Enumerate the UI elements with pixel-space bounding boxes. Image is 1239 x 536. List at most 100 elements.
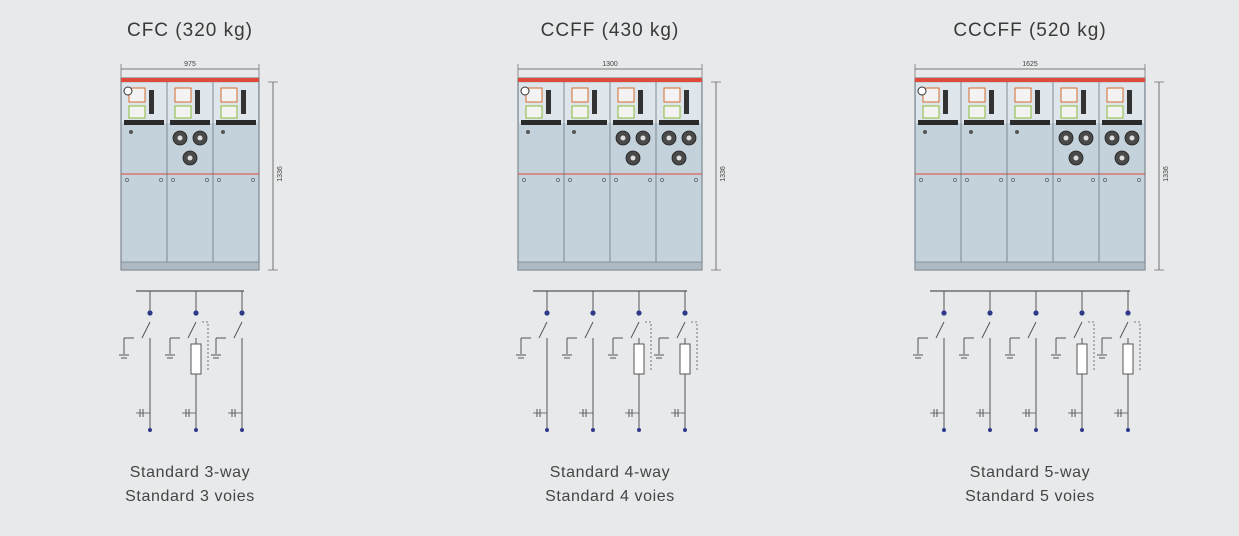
cable-node [1080, 428, 1084, 432]
switch-blade [233, 321, 243, 339]
label-strip [216, 120, 256, 125]
label-strip [124, 120, 164, 125]
label-strip [613, 120, 653, 125]
fuse-switch-feeder [1051, 291, 1095, 432]
cable-node [1034, 428, 1038, 432]
panel-screw [969, 130, 973, 134]
fuse-unit [655, 82, 699, 262]
busbar-node [590, 310, 596, 316]
fuse-trip-link [1134, 321, 1141, 370]
fuse-switch-feeder [1097, 291, 1141, 432]
socket-center [640, 135, 646, 141]
door-latch [602, 178, 606, 182]
door-latch [1103, 178, 1107, 182]
single-line-diagram [913, 290, 1141, 432]
mimic-diagram-lower [1060, 105, 1078, 119]
door-latch [217, 178, 221, 182]
socket-center [620, 135, 626, 141]
fuse-switch-feeder [654, 291, 698, 432]
door-latch [251, 178, 255, 182]
door-latch [1091, 178, 1095, 182]
cabinet-top-bar [121, 78, 259, 82]
door-latch [568, 178, 572, 182]
indicator-strip [1035, 90, 1040, 114]
mimic-diagram-lower [571, 105, 589, 119]
socket-center [1109, 135, 1115, 141]
fuse-unit [609, 82, 653, 262]
mimic-diagram-lower [922, 105, 940, 119]
switch-blade [981, 321, 991, 339]
config-title: CCFF (430 kg) [540, 20, 680, 41]
panel-screw [129, 130, 133, 134]
switch-blade [1073, 321, 1083, 339]
cable-node [637, 428, 641, 432]
busbar-node [987, 310, 993, 316]
socket-center [1119, 155, 1125, 161]
label-strip [659, 120, 699, 125]
fuse-trip-link [645, 321, 652, 370]
indicator-strip [241, 90, 246, 114]
switch-blade [1119, 321, 1129, 339]
indicator-strip [592, 90, 597, 114]
mimic-diagram-upper [968, 87, 986, 103]
door-latch [522, 178, 526, 182]
switchgear-cabinet [914, 77, 1146, 271]
dimensions: 1300 1336 [517, 61, 727, 271]
cable-unit [563, 82, 607, 262]
switch-blade [584, 321, 594, 339]
cable-unit [960, 82, 1004, 262]
socket-center [666, 135, 672, 141]
socket-center [1129, 135, 1135, 141]
cable-unit [124, 87, 164, 182]
door-latch [171, 178, 175, 182]
door-latch [953, 178, 957, 182]
cable-node [240, 428, 244, 432]
mimic-diagram-upper [1014, 87, 1032, 103]
cabinet-base [517, 261, 703, 271]
busbar-node [147, 310, 153, 316]
switch-blade [538, 321, 548, 339]
switch-blade [1027, 321, 1037, 339]
caption-fr: Standard 3 voies [125, 488, 255, 505]
socket-center [187, 155, 193, 161]
panel-screw [923, 130, 927, 134]
height-label: 1336 [720, 166, 727, 182]
label-strip [1102, 120, 1142, 125]
cable-node [683, 428, 687, 432]
cabinet-base [120, 261, 260, 271]
caption-en: Standard 3-way [129, 464, 251, 481]
load-break-switch-feeder [913, 291, 947, 432]
logo-badge [917, 86, 927, 96]
fuse-symbol [679, 343, 691, 375]
cable-node [988, 428, 992, 432]
logo-badge [123, 86, 133, 96]
load-break-switch-feeder [959, 291, 993, 432]
socket-center [1073, 155, 1079, 161]
fuse-symbol [190, 343, 202, 375]
mimic-diagram-upper [617, 87, 635, 103]
cable-node [545, 428, 549, 432]
width-label: 1625 [1022, 61, 1038, 68]
cable-unit [918, 87, 958, 182]
config-drawing: 1300 1336 [516, 61, 727, 432]
indicator-strip [149, 90, 154, 114]
fuse-symbol [1076, 343, 1088, 375]
cable-node [1126, 428, 1130, 432]
width-label: 1300 [602, 61, 618, 68]
load-break-switch-feeder [211, 291, 245, 432]
socket-center [630, 155, 636, 161]
door-latch [205, 178, 209, 182]
busbar-node [193, 310, 199, 316]
width-label: 975 [184, 61, 196, 68]
mimic-diagram-lower [174, 105, 192, 119]
switch-blade [187, 321, 197, 339]
socket-center [197, 135, 203, 141]
switch-blade [630, 321, 640, 339]
door-latch [999, 178, 1003, 182]
config-title: CFC (320 kg) [126, 20, 254, 41]
mimic-diagram-upper [663, 87, 681, 103]
